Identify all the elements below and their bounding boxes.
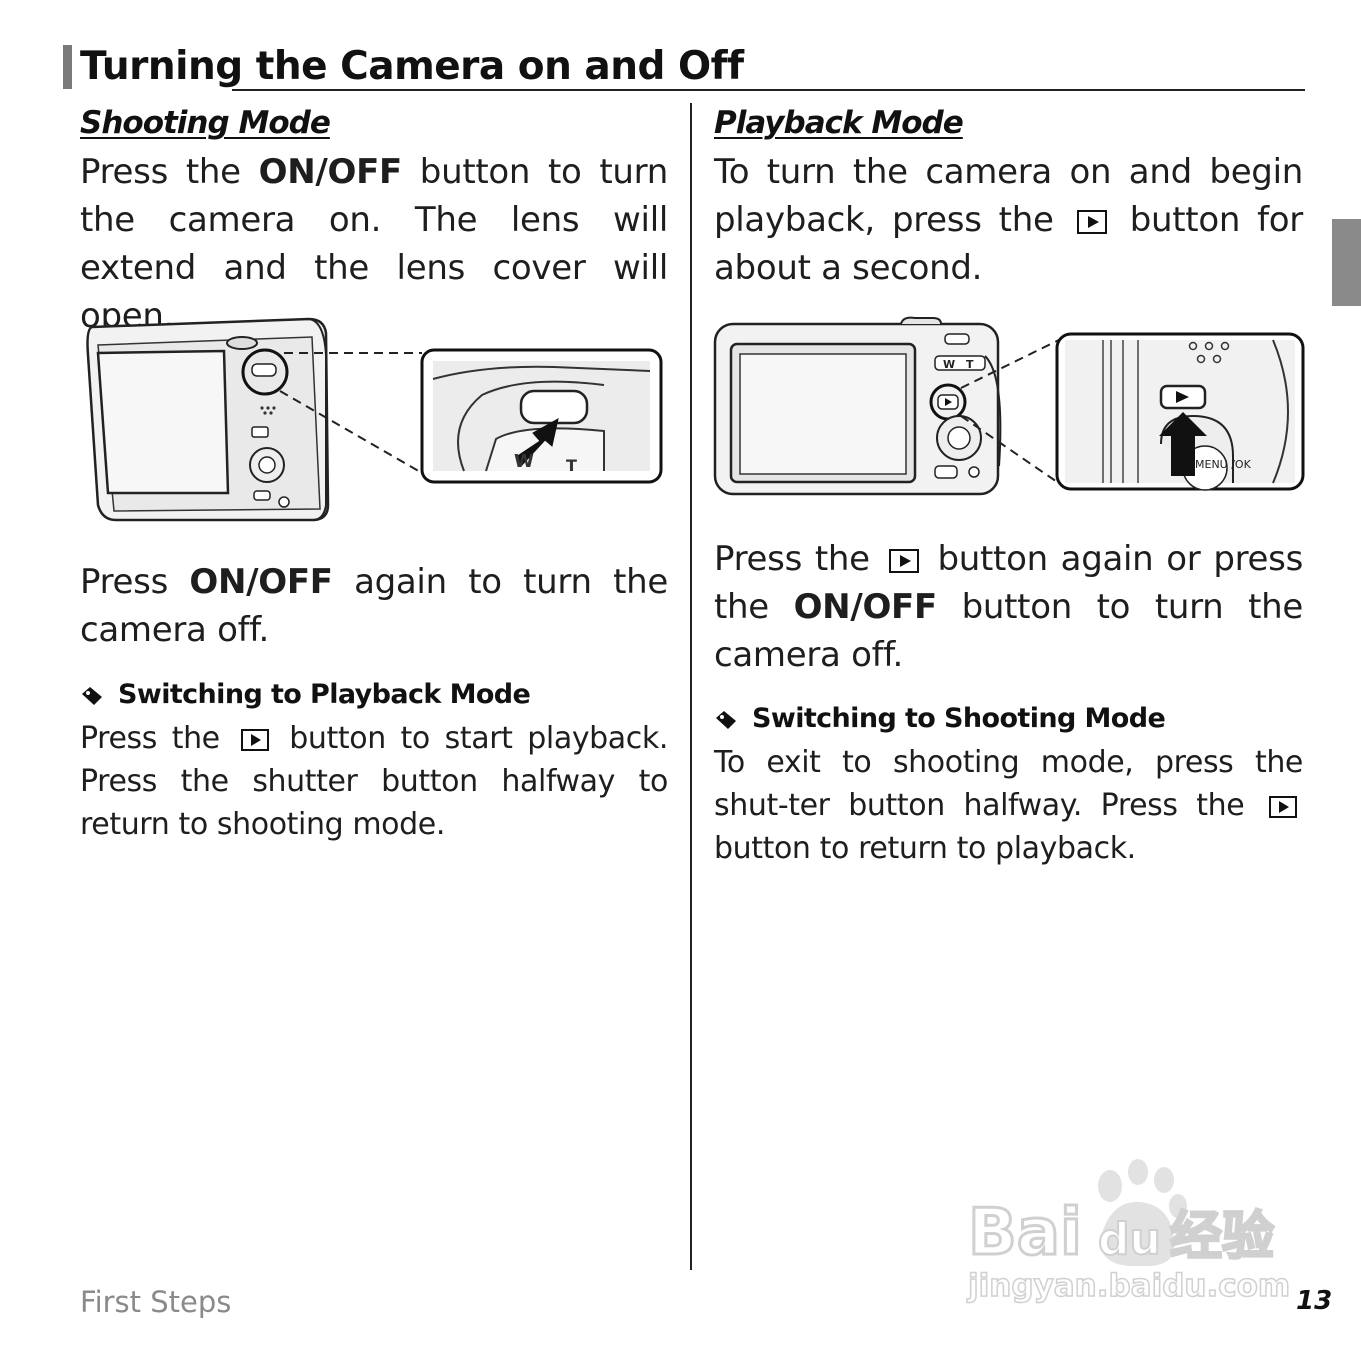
watermark-brand2: du <box>1098 1214 1161 1265</box>
menu-ok-label: MENU /OK <box>1195 458 1252 471</box>
page-title: Turning the Camera on and Off <box>80 44 744 89</box>
watermark-cn: 经验 <box>1170 1207 1274 1267</box>
footer-section-name: First Steps <box>80 1285 232 1319</box>
chapter-tab <box>1332 219 1361 306</box>
zoom-w-label: W <box>943 358 955 371</box>
tip-body-playback: Press the button to start playback. Pres… <box>80 717 668 846</box>
text: button to start playback. Press the shut… <box>80 721 668 842</box>
text: button again or press the <box>714 539 1303 627</box>
on-off-label: ON/OFF <box>793 587 938 627</box>
text: Press the <box>714 539 883 579</box>
zoom-w-label: W <box>514 451 534 472</box>
playback-icon <box>1269 796 1297 818</box>
text: Press the <box>80 721 235 756</box>
tip-pencil-icon <box>716 710 736 729</box>
text: Press <box>80 562 190 602</box>
title-accent-bar <box>63 45 72 89</box>
tip-heading-shooting: Switching to Shooting Mode <box>714 702 1166 736</box>
shooting-mode-paragraph: Press the ON/OFF button to turn the came… <box>80 148 668 340</box>
playback-mode-heading: Playback Mode <box>714 105 964 141</box>
text: Press the <box>80 152 259 192</box>
playback-off-paragraph: Press the button again or press the ON/O… <box>714 535 1303 679</box>
text: button to turn the camera off. <box>714 587 1303 675</box>
shooting-mode-heading: Shooting Mode <box>80 105 331 141</box>
zoom-t-label: T <box>566 456 577 475</box>
playback-icon <box>888 549 919 573</box>
tip-pencil-icon <box>82 686 102 705</box>
text: To turn the camera on and begin playback… <box>714 152 1303 240</box>
page-number: 13 <box>1296 1286 1333 1316</box>
baidu-jingyan-watermark: Bai du 经验 jingyan.baidu.com <box>965 1159 1290 1305</box>
tip-body-shooting: To exit to shooting mode, press the shut… <box>714 741 1303 870</box>
text: button for about a second. <box>714 200 1303 288</box>
playback-mode-paragraph: To turn the camera on and begin playback… <box>714 148 1303 292</box>
text: button to return to playback. <box>714 831 1136 866</box>
playback-icon <box>240 729 269 751</box>
playback-icon <box>1076 210 1107 234</box>
title-underline <box>232 89 1305 91</box>
text: again to turn the camera off. <box>80 562 668 650</box>
on-off-label: ON/OFF <box>258 152 403 192</box>
text: Switching to Shooting Mode <box>752 703 1166 734</box>
text: button to turn the camera on. The lens w… <box>80 152 668 336</box>
camera-on-off-illustration: W T <box>86 317 663 522</box>
text: To exit to shooting mode, press the shut… <box>714 745 1303 823</box>
zoom-t-label: T <box>966 358 974 371</box>
turn-off-paragraph: Press ON/OFF again to turn the camera of… <box>80 558 668 654</box>
watermark-url: jingyan.baidu.com <box>966 1268 1290 1304</box>
watermark-brand: Bai <box>968 1196 1082 1270</box>
tip-heading-playback: Switching to Playback Mode <box>80 678 531 712</box>
text: Switching to Playback Mode <box>118 679 531 710</box>
camera-playback-illustration: W T MENU /OK <box>713 316 1305 496</box>
on-off-label: ON/OFF <box>189 562 333 602</box>
column-divider <box>690 103 692 1270</box>
